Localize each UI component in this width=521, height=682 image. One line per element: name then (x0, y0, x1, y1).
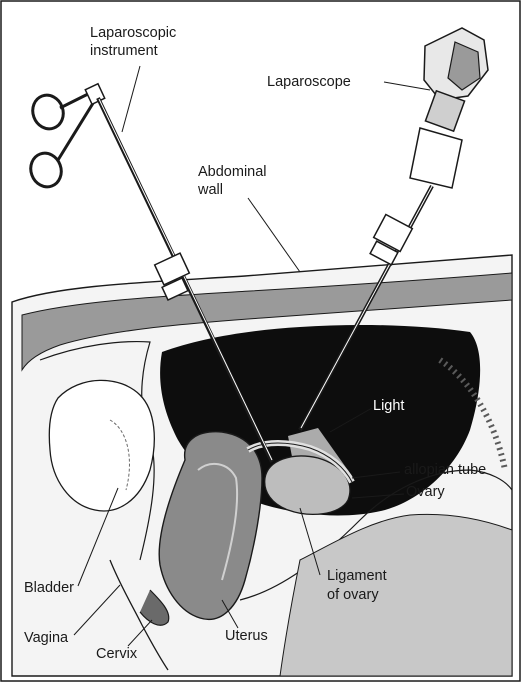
label-fallopian-tube: allopian tube (404, 462, 486, 478)
label-vagina: Vagina (24, 630, 68, 646)
bladder-shape (49, 380, 154, 511)
laparoscope-body (410, 128, 462, 188)
label-abdominal-wall-line2: wall (198, 182, 223, 198)
label-cervix: Cervix (96, 646, 137, 662)
label-ovary: Ovary (406, 484, 445, 500)
label-laparoscopic-instrument-line1: Laparoscopic (90, 25, 176, 41)
label-light: Light (373, 398, 404, 414)
label-uterus: Uterus (225, 628, 268, 644)
label-laparoscope: Laparoscope (267, 74, 351, 90)
label-ligament-line2: of ovary (327, 587, 379, 603)
label-ligament-line1: Ligament (327, 568, 387, 584)
label-laparoscopic-instrument-line2: instrument (90, 43, 158, 59)
label-abdominal-wall-line1: Abdominal (198, 164, 267, 180)
label-bladder: Bladder (24, 580, 74, 596)
